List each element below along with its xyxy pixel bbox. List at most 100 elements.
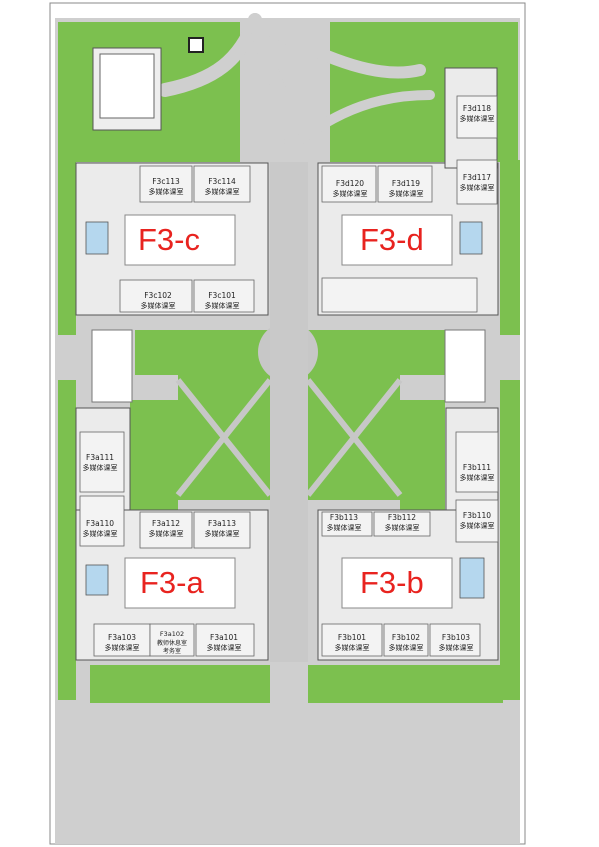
room-b113 — [321, 511, 373, 537]
room-b102-code: F3b102 — [392, 633, 420, 642]
building-label-d: F3-d — [360, 222, 424, 257]
room-b110-code: F3b110 — [463, 511, 491, 520]
room-a103-code: F3a103 — [108, 633, 136, 642]
room-b101-name: 多媒体课室 — [335, 643, 370, 652]
room-d120-name: 多媒体课室 — [333, 189, 368, 198]
room-b113-name: 多媒体课室 — [327, 523, 362, 532]
building-label-c: F3-c — [138, 222, 200, 257]
path-curve-right — [264, 24, 426, 79]
room-a102-name: 教师休息室 — [157, 639, 187, 647]
building-b-stair — [459, 557, 485, 599]
room-b110 — [455, 499, 499, 543]
room-b103-name: 多媒体课室 — [439, 643, 474, 652]
building-a-courtyard — [124, 557, 236, 609]
room-b111-name: 多媒体课室 — [460, 473, 495, 482]
room-d120-code: F3d120 — [336, 179, 364, 188]
room-d117 — [456, 159, 498, 205]
room-b103 — [429, 623, 481, 657]
room-a113-name: 多媒体课室 — [205, 529, 240, 538]
building-a-stair — [85, 564, 109, 596]
building-c — [75, 162, 269, 316]
room-a101-name: 多媒体课室 — [207, 643, 242, 652]
pavilion-top-left — [92, 37, 204, 131]
grass-right-strip-upper — [500, 160, 520, 335]
room-c101-code: F3c101 — [208, 291, 236, 300]
grass-mid-left — [135, 330, 270, 375]
room-a101 — [195, 623, 255, 657]
room-c113-name: 多媒体课室 — [149, 187, 184, 196]
plaza-diagonals — [175, 378, 403, 497]
room-a110 — [79, 495, 125, 547]
building-d — [317, 67, 499, 316]
building-label-b: F3-b — [360, 565, 424, 600]
room-a111 — [79, 431, 125, 493]
room-b110-name: 多媒体课室 — [460, 521, 495, 530]
room-b112-code: F3b112 — [388, 513, 416, 522]
room-a112 — [139, 511, 193, 549]
building-label-a: F3-a — [140, 565, 205, 600]
pavilion-right — [444, 329, 486, 403]
building-d-courtyard — [341, 214, 453, 266]
room-b102-name: 多媒体课室 — [389, 643, 424, 652]
room-d117-code: F3d117 — [463, 173, 491, 182]
path-curve-mid — [248, 13, 299, 172]
grass-right-strip-lower — [500, 380, 520, 700]
room-b113-code: F3b113 — [330, 513, 358, 522]
room-a113 — [193, 511, 251, 549]
room-b102 — [383, 623, 429, 657]
room-b101-code: F3b101 — [338, 633, 366, 642]
room-c102 — [119, 279, 193, 313]
room-a111-code: F3a111 — [86, 453, 114, 462]
building-a — [75, 407, 269, 661]
room-b111-code: F3b111 — [463, 463, 491, 472]
room-d117-name: 多媒体课室 — [460, 183, 495, 192]
room-d118-name: 多媒体课室 — [460, 114, 495, 123]
path-curve-left — [158, 13, 262, 97]
room-c113 — [139, 165, 193, 203]
room-c114-code: F3c114 — [208, 177, 236, 186]
building-b — [317, 407, 499, 661]
room-a101-code: F3a101 — [210, 633, 238, 642]
room-b111 — [455, 431, 499, 493]
room-c114 — [193, 165, 251, 203]
top-paths — [158, 13, 435, 172]
room-b103-code: F3b103 — [442, 633, 470, 642]
room-d118-code: F3d118 — [463, 104, 491, 113]
room-a102 — [149, 623, 195, 657]
room-d120 — [321, 165, 377, 203]
room-d119-code: F3d119 — [392, 179, 420, 188]
grass-left-strip-upper — [58, 160, 76, 335]
room-a110-code: F3a110 — [86, 519, 114, 528]
room-a102-code: F3a102 — [160, 630, 184, 638]
grass-bottom-right — [308, 665, 503, 703]
path-curve-right-2 — [295, 90, 435, 145]
room-c102-name: 多媒体课室 — [141, 301, 176, 310]
building-c-stair — [85, 221, 109, 255]
room-c114-name: 多媒体课室 — [205, 187, 240, 196]
room-a112-code: F3a112 — [152, 519, 180, 528]
building-d-stair — [459, 221, 483, 255]
room-b112 — [373, 511, 431, 537]
room-a111-name: 多媒体课室 — [83, 463, 118, 472]
room-c102-code: F3c102 — [144, 291, 172, 300]
grass-mid-right — [308, 330, 445, 375]
building-c-courtyard — [124, 214, 236, 266]
pavilion-left — [91, 329, 133, 403]
room-d119-name: 多媒体课室 — [389, 189, 424, 198]
kiosk — [188, 37, 204, 53]
room-a110-name: 多媒体课室 — [83, 529, 118, 538]
plaza-spine — [270, 162, 308, 662]
grass-bottom-left — [90, 665, 270, 703]
building-b-courtyard — [341, 557, 453, 609]
grass-left-strip-lower — [58, 380, 76, 700]
grass-a-inner — [130, 400, 178, 510]
room-b101 — [321, 623, 383, 657]
central-plaza — [175, 162, 403, 662]
room-a113-code: F3a113 — [208, 519, 236, 528]
room-c101 — [193, 279, 255, 313]
room-c113-code: F3c113 — [152, 177, 180, 186]
room-a102-name2: 考务室 — [163, 647, 181, 655]
building-d-service — [321, 277, 478, 313]
room-d119 — [377, 165, 433, 203]
